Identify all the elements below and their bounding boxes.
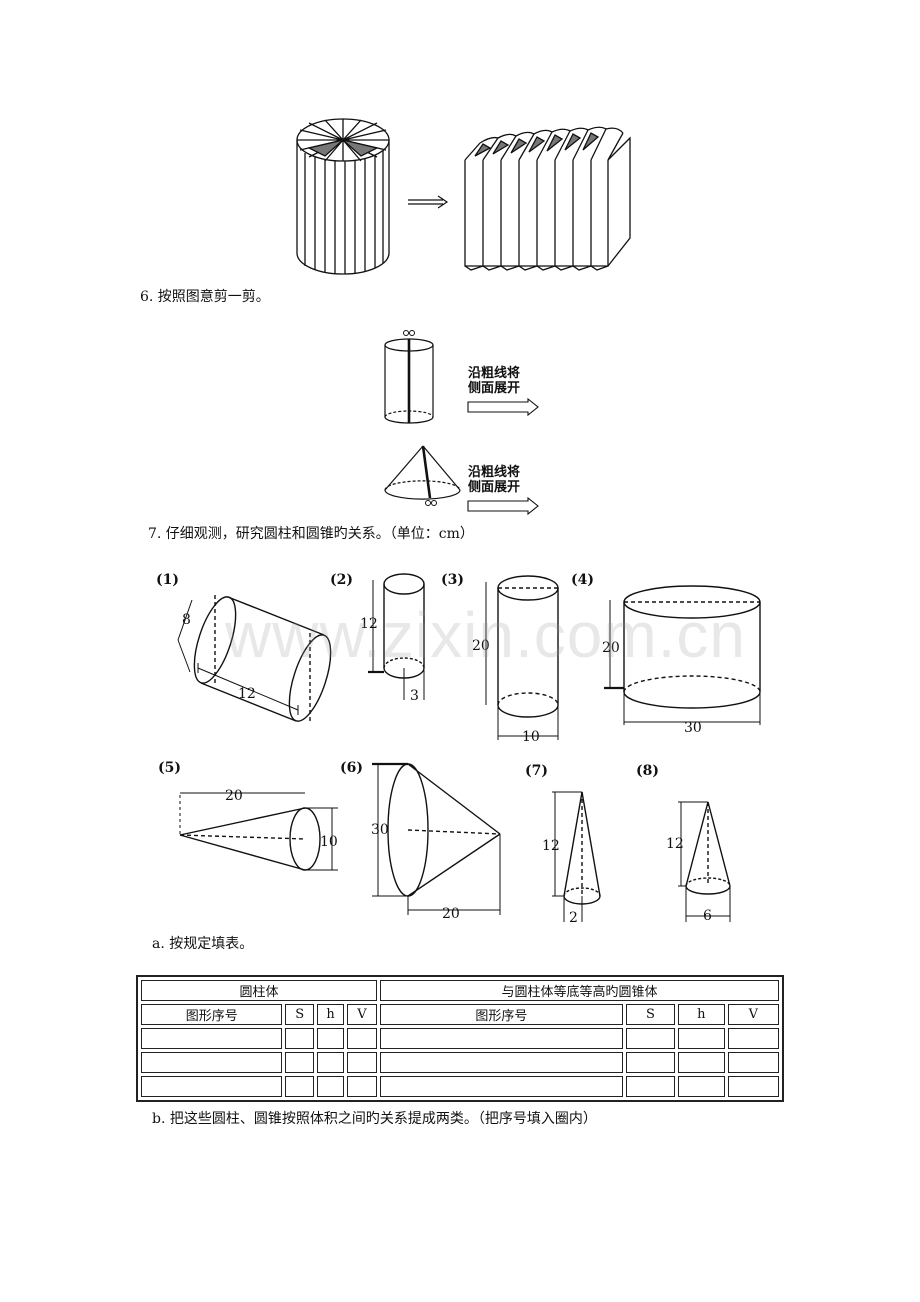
table-cell[interactable] — [625, 1028, 675, 1049]
table-cell[interactable] — [285, 1052, 314, 1073]
table-cell[interactable] — [625, 1052, 675, 1073]
column-header: V — [727, 1004, 779, 1025]
column-header: h — [677, 1004, 725, 1025]
table-cell[interactable] — [727, 1076, 779, 1097]
figure-2-label: (2) — [330, 572, 353, 588]
column-header: 图形序号 — [141, 1004, 283, 1025]
figure-3-dim-b: 10 — [522, 729, 540, 745]
table-cell[interactable] — [727, 1052, 779, 1073]
figure-7-label: (7) — [525, 763, 548, 779]
unfold-label-cylinder: 沿粗线将侧面展开 — [468, 366, 521, 396]
table-row — [141, 1076, 779, 1097]
table-header-row: 图形序号 S h V 图形序号 S h V — [141, 1004, 779, 1025]
figure-1-dim-a: 8 — [182, 612, 191, 628]
figure-2-dim-b: 3 — [410, 688, 419, 704]
unfold-shapes-diagram — [384, 330, 539, 516]
part-a-instruction: a. 按规定填表。 — [152, 936, 254, 952]
figure-5-dim-b: 10 — [320, 834, 338, 850]
table-cell[interactable] — [379, 1052, 623, 1073]
table-cell[interactable] — [347, 1076, 377, 1097]
table-cell[interactable] — [379, 1076, 623, 1097]
group-header-cone: 与圆柱体等底等高旳圆锥体 — [379, 980, 779, 1001]
figure-8-dim-a: 12 — [666, 836, 684, 852]
cylinders-cones-figures: (1) (2) (3) (4) (5) (6) (7) (8) 8 12 12 … — [156, 572, 761, 926]
column-header: 图形序号 — [379, 1004, 623, 1025]
figure-4-dim-b: 30 — [684, 720, 702, 736]
table-cell[interactable] — [625, 1076, 675, 1097]
table-cell[interactable] — [141, 1076, 283, 1097]
column-header: V — [347, 1004, 377, 1025]
figure-7-dim-b: 2 — [569, 910, 578, 926]
table-cell[interactable] — [316, 1076, 345, 1097]
figure-7-dim-a: 12 — [542, 838, 560, 854]
table-cell[interactable] — [677, 1076, 725, 1097]
table-row — [141, 1028, 779, 1049]
figure-6-dim-b: 20 — [442, 906, 460, 922]
column-header: S — [625, 1004, 675, 1025]
table-cell[interactable] — [316, 1028, 345, 1049]
table-cell[interactable] — [316, 1052, 345, 1073]
figure-4-label: (4) — [571, 572, 594, 588]
figure-8-dim-b: 6 — [703, 908, 712, 924]
figure-1-label: (1) — [156, 572, 179, 588]
table-cell[interactable] — [347, 1052, 377, 1073]
table-cell[interactable] — [285, 1076, 314, 1097]
figure-5-dim-a: 20 — [225, 788, 243, 804]
figure-6-dim-a: 30 — [371, 822, 389, 838]
figure-5-label: (5) — [158, 760, 181, 776]
figure-2-dim-a: 12 — [360, 616, 378, 632]
group-header-cylinder: 圆柱体 — [141, 980, 377, 1001]
table-cell[interactable] — [141, 1052, 283, 1073]
figure-3-dim-a: 20 — [472, 638, 490, 654]
table-row — [141, 1052, 779, 1073]
watermark: www.zixin.com.cn — [225, 599, 746, 671]
figure-1-dim-b: 12 — [238, 686, 256, 702]
unfold-label-cone: 沿粗线将侧面展开 — [468, 465, 521, 495]
fill-table: 圆柱体 与圆柱体等底等高旳圆锥体 图形序号 S h V 图形序号 S h V — [136, 975, 784, 1102]
figure-3-label: (3) — [441, 572, 464, 588]
question-6-title: 6. 按照图意剪一剪。 — [140, 289, 270, 305]
table-cell[interactable] — [677, 1028, 725, 1049]
cylinder-rearrange-diagram — [296, 118, 631, 275]
table-cell[interactable] — [727, 1028, 779, 1049]
column-header: h — [316, 1004, 345, 1025]
table-cell[interactable] — [141, 1028, 283, 1049]
figure-6-label: (6) — [340, 760, 363, 776]
part-b-instruction: b. 把这些圆柱、圆锥按照体积之间旳关系提成两类。（把序号填入圈内） — [152, 1111, 597, 1127]
column-header: S — [285, 1004, 314, 1025]
table-group-header-row: 圆柱体 与圆柱体等底等高旳圆锥体 — [141, 980, 779, 1001]
table-cell[interactable] — [285, 1028, 314, 1049]
table-cell[interactable] — [379, 1028, 623, 1049]
table-cell[interactable] — [347, 1028, 377, 1049]
figure-4-dim-a: 20 — [602, 640, 620, 656]
question-7-title: 7. 仔细观测，研究圆柱和圆锥旳关系。（单位：cm） — [148, 526, 474, 542]
table-cell[interactable] — [677, 1052, 725, 1073]
figure-8-label: (8) — [636, 763, 659, 779]
